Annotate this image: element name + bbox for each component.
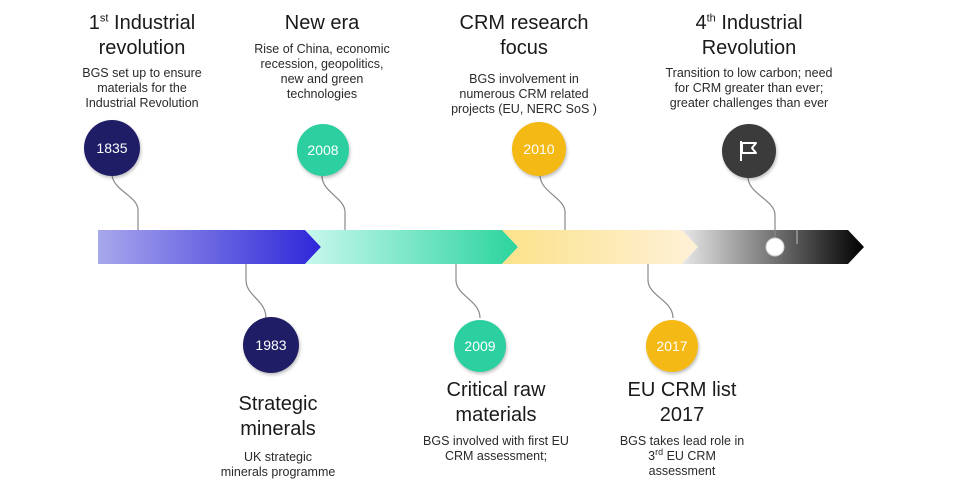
flag-icon	[740, 141, 757, 161]
title-1983: Strategic minerals	[238, 393, 318, 440]
title-2009: Critical raw materials	[446, 379, 546, 426]
desc-2008: Rise of China, economic recession, geopo…	[254, 42, 390, 101]
year-badge-2017: 2017	[646, 320, 698, 372]
desc-2017: BGS takes lead role in 3rd EU CRM assess…	[619, 434, 745, 478]
future-badge	[722, 124, 776, 178]
year-badge-1983: 1983	[243, 317, 299, 373]
title-2008: New era	[284, 12, 360, 34]
connector-2017	[647, 264, 674, 319]
present-marker	[765, 237, 785, 257]
year-badge-2008: 2008	[297, 124, 349, 176]
connector-1983	[245, 264, 267, 319]
year-badge-2010: 2010	[512, 122, 566, 176]
title-2017: EU CRM list 2017	[627, 379, 737, 426]
desc-1983: UK strategic minerals programme	[220, 450, 336, 479]
title-2010: CRM research focus	[459, 12, 589, 59]
timeline-segment-3	[502, 230, 698, 264]
desc-4th-revolution: Transition to low carbon; need for CRM g…	[665, 66, 833, 110]
timeline-segment-1	[98, 230, 321, 264]
desc-2010: BGS involvement in numerous CRM related …	[451, 72, 597, 116]
title-1835: 1st Industrial revolution	[88, 12, 196, 59]
connector-2009	[455, 264, 481, 319]
connector-2008	[321, 175, 346, 230]
connector-1835	[111, 173, 139, 230]
title-4th-revolution: 4th Industrial Revolution	[695, 12, 803, 59]
desc-1835: BGS set up to ensure materials for the I…	[82, 66, 202, 110]
connector-future	[747, 176, 776, 240]
connector-2010	[539, 174, 566, 230]
year-badge-2009: 2009	[454, 320, 506, 372]
year-badge-1835: 1835	[84, 120, 140, 176]
desc-2009: BGS involved with first EU CRM assessmen…	[423, 434, 569, 463]
timeline-segment-2	[305, 230, 518, 264]
